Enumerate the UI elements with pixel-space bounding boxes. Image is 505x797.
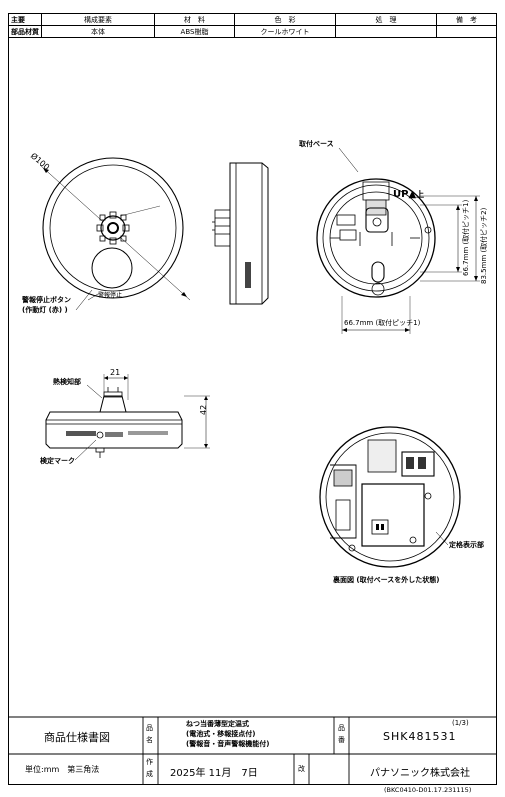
product-name-line-1: ねつ当番薄型定温式 [186, 720, 249, 728]
up-mark-text: UP [393, 189, 409, 200]
up-mark: UP▲上 [393, 190, 424, 200]
product-name-line-3: (警報音・音声警報機能付) [186, 740, 270, 748]
lower-side-view [45, 374, 210, 461]
pitch-horizontal-1-label: 66.7mm (取付ピッチ1) [344, 319, 421, 327]
number-label-2: 番 [338, 736, 345, 744]
heat-sensor-label: 熱検知部 [53, 378, 81, 386]
title-block-lines [8, 716, 497, 785]
dimension-21: 21 [110, 368, 121, 377]
product-number: SHK481531 [383, 730, 457, 743]
creation-date: 2025年 11月 7日 [170, 768, 258, 779]
side-view [212, 162, 269, 305]
row2-key: 部品材質 [8, 25, 42, 38]
footer-code: (BKC0410-D01.17.231115) [384, 786, 472, 794]
heat-sensor-gear [96, 211, 130, 245]
name-label-1: 品 [146, 724, 153, 732]
alarm-stop-text: 警報停止 [98, 292, 123, 299]
company-name: パナソニック株式会社 [370, 768, 470, 779]
up-arrow-icon: ▲ [408, 189, 417, 200]
name-label-2: 名 [146, 736, 153, 744]
made-label-1: 作 [146, 758, 153, 766]
up-arrow-text: 上 [416, 190, 425, 199]
mount-base-label: 取付ベース [299, 140, 334, 148]
back-view [319, 426, 461, 568]
component-cell: 本体 [41, 25, 155, 38]
inspection-mark-label: 検定マーク [40, 457, 75, 465]
indicator-light-label: (作動灯 (赤) ) [22, 306, 68, 314]
unit-and-projection: 単位:mm 第三角法 [25, 765, 100, 774]
doc-type: 商品仕様書図 [44, 731, 110, 744]
mount-base-view [316, 147, 480, 334]
page-indicator: (1/3) [452, 719, 469, 727]
pitch-vertical-2-label: 83.5mm (取付ピッチ2) [480, 207, 488, 284]
number-label-1: 品 [338, 724, 345, 732]
drawing-frame [8, 13, 497, 785]
back-view-caption: 裏面図 (取付ベースを外した状態) [333, 576, 440, 584]
qualification-display-label: 定格表示部 [449, 541, 484, 549]
alarm-stop-button-label: 警報停止ボタン [22, 296, 71, 304]
revision-label: 改 [298, 765, 305, 773]
front-view [39, 157, 191, 311]
made-label-2: 成 [146, 770, 153, 778]
dimension-42: 42 [199, 404, 208, 415]
product-name-line-2: (電池式・移報接点付) [186, 730, 256, 738]
pitch-vertical-1-label: 66.7mm (取付ピッチ1) [462, 199, 470, 276]
parts-material-table: 主要 構成要素 材 料 色 彩 処 理 備 考 部品材質 本体 ABS樹脂 クー… [8, 13, 497, 38]
